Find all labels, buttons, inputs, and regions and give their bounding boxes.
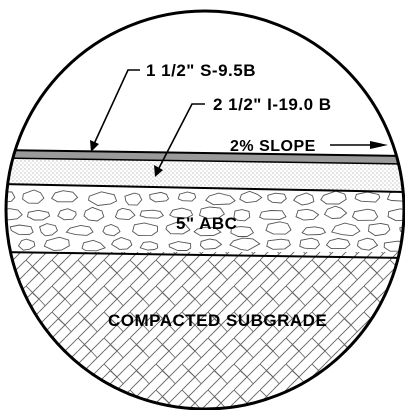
aggregate-stone <box>292 192 315 206</box>
aggregate-stone <box>139 241 159 251</box>
aggregate-stone <box>199 238 223 250</box>
aggregate-stone <box>43 236 70 251</box>
aggregate-stone <box>399 225 404 236</box>
aggregate-stone <box>357 237 379 251</box>
aggregate-stone <box>325 238 351 250</box>
aggregate-stone <box>177 191 197 202</box>
aggregate-stone <box>323 205 348 220</box>
aggregate-stones <box>6 189 404 252</box>
aggregate-stone <box>50 190 79 203</box>
aggregate-stone <box>330 222 361 237</box>
slope-label: 2% SLOPE <box>230 138 316 155</box>
aggregate-stone <box>83 206 105 222</box>
intermediate-course-leader <box>157 103 205 171</box>
aggregate-stone <box>26 209 51 221</box>
intermediate-course-label: 2 1/2" I-19.0 B <box>213 95 332 114</box>
aggregate-stone <box>65 224 94 236</box>
aggregate-stone <box>267 192 287 204</box>
aggregate-stone <box>230 226 255 237</box>
aggregate-stone <box>168 241 192 251</box>
aggregate-stone <box>233 209 251 222</box>
aggregate-stone <box>6 208 23 221</box>
aggregate-stone <box>22 189 45 204</box>
surface-course-label: 1 1/2" S-9.5B <box>146 61 256 80</box>
aggregate-stone <box>39 223 58 237</box>
aggregate-stone <box>9 224 34 236</box>
intermediate-course-arrowhead <box>154 165 163 177</box>
aggregate-stone <box>193 226 222 237</box>
aggregate-stone <box>87 191 118 206</box>
aggregate-stone <box>205 192 236 206</box>
aggregate-stone <box>368 222 391 237</box>
base-course-label: 5" ABC <box>176 214 237 233</box>
aggregate-stone <box>57 208 77 221</box>
aggregate-stone <box>259 210 287 220</box>
aggregate-stone <box>229 237 261 251</box>
aggregate-stone <box>266 238 291 250</box>
aggregate-stone <box>387 208 404 222</box>
aggregate-stone <box>299 237 321 250</box>
aggregate-stone <box>169 207 194 219</box>
slope-arrowhead <box>370 141 388 149</box>
aggregate-stone <box>110 237 133 250</box>
surface-course-leader <box>93 69 140 145</box>
aggregate-stone <box>17 238 36 251</box>
aggregate-stone <box>351 208 379 221</box>
aggregate-stone <box>102 224 121 237</box>
aggregate-stone <box>295 208 320 221</box>
subgrade-layer <box>6 252 404 409</box>
aggregate-stone <box>139 209 164 219</box>
aggregate-stone <box>165 221 191 235</box>
aggregate-stone <box>198 206 226 219</box>
aggregate-stone <box>81 239 106 252</box>
subgrade-label: COMPACTED SUBGRADE <box>108 311 327 330</box>
aggregate-stone <box>239 190 263 204</box>
detail-circle-outline <box>4 9 405 411</box>
surface-course-layer <box>6 150 404 164</box>
intermediate-course-layer <box>6 158 404 192</box>
aggregate-stone <box>265 221 292 235</box>
aggregate-stone <box>320 190 347 205</box>
aggregate-stone <box>114 207 136 221</box>
aggregate-stone <box>301 226 327 236</box>
surface-course-arrowhead <box>90 140 99 152</box>
aggregate-stone <box>149 191 170 203</box>
aggregate-stone <box>6 191 16 203</box>
aggregate-stone <box>124 192 143 206</box>
aggregate-stone <box>132 222 158 237</box>
aggregate-stone <box>354 191 381 203</box>
